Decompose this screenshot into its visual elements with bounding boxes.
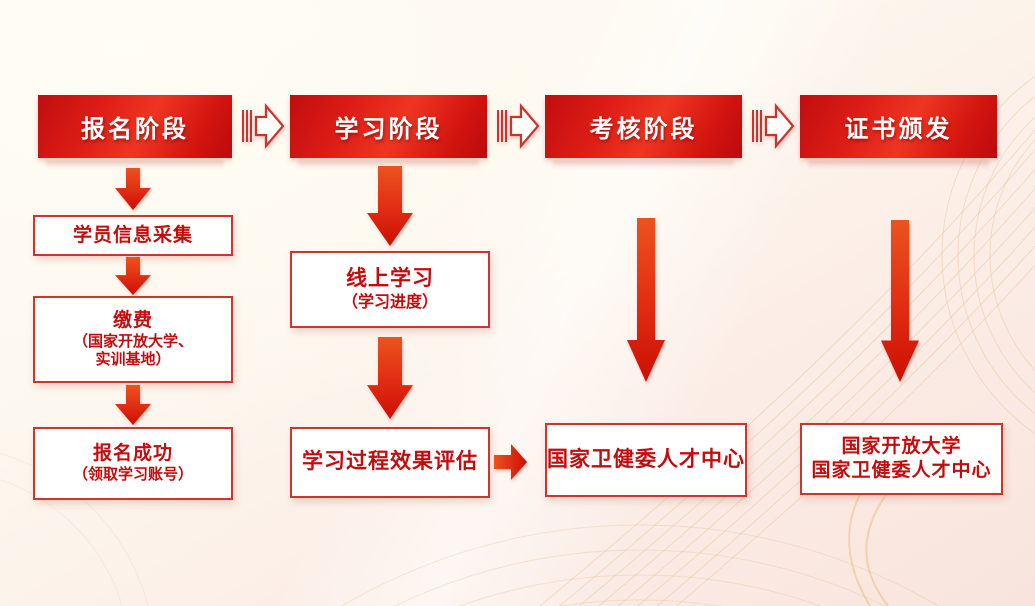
step-subtitle: （学习进度） bbox=[341, 293, 438, 311]
step-subtitle: 实训基地） bbox=[95, 351, 171, 369]
step-title: 线上学习 bbox=[346, 267, 434, 291]
next-stage-arrow-icon bbox=[497, 103, 540, 149]
step-box-nhc-talent-center: 国家卫健委人才中心 bbox=[545, 423, 747, 497]
step-subtitle: （领取学习账号） bbox=[72, 466, 193, 483]
stage-header-certificate: 证书颁发 bbox=[800, 95, 997, 158]
stage-header-learning: 学习阶段 bbox=[290, 95, 487, 158]
stage-header-assessment: 考核阶段 bbox=[545, 95, 742, 158]
right-arrow-icon bbox=[494, 444, 527, 480]
step-title: 国家卫健委人才中心 bbox=[547, 447, 745, 471]
down-arrow-icon bbox=[115, 168, 151, 210]
stage-label: 报名阶段 bbox=[81, 116, 189, 143]
step-title: 报名成功 bbox=[92, 443, 173, 465]
down-arrow-icon bbox=[367, 337, 413, 419]
down-arrow-icon bbox=[115, 257, 151, 295]
down-arrow-icon bbox=[627, 218, 665, 382]
down-arrow-icon bbox=[367, 166, 413, 246]
step-box-certificate-issuers: 国家开放大学 国家卫健委人才中心 bbox=[800, 423, 1003, 495]
down-arrow-icon bbox=[115, 385, 151, 425]
step-title-line1: 国家开放大学 bbox=[841, 436, 962, 458]
next-stage-arrow-icon bbox=[752, 103, 795, 149]
step-box-student-info-collection: 学员信息采集 bbox=[33, 215, 233, 256]
step-title: 缴费 bbox=[112, 309, 153, 331]
step-box-registration-success: 报名成功 （领取学习账号） bbox=[33, 427, 233, 500]
step-title: 学习过程效果评估 bbox=[302, 450, 478, 474]
step-box-learning-evaluation: 学习过程效果评估 bbox=[290, 427, 490, 498]
down-arrow-icon bbox=[881, 220, 919, 382]
step-box-online-learning: 线上学习 （学习进度） bbox=[290, 251, 490, 328]
next-stage-arrow-icon bbox=[242, 103, 285, 149]
stage-label: 证书颁发 bbox=[844, 116, 953, 143]
stage-label: 学习阶段 bbox=[334, 116, 443, 143]
step-title: 学员信息采集 bbox=[72, 224, 193, 246]
stage-header-registration: 报名阶段 bbox=[38, 95, 232, 158]
stage-label: 考核阶段 bbox=[589, 116, 698, 143]
step-subtitle: （国家开放大学、 bbox=[72, 332, 193, 350]
step-box-payment: 缴费 （国家开放大学、 实训基地） bbox=[33, 296, 233, 383]
step-title-line2: 国家卫健委人才中心 bbox=[811, 460, 992, 481]
